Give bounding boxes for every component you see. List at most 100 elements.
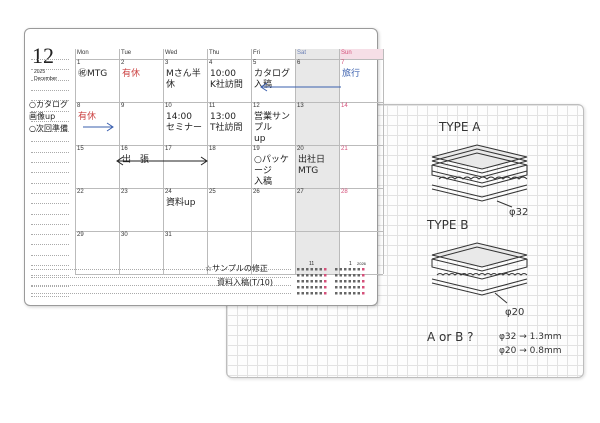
handwritten-arrows	[83, 82, 341, 166]
bottom-memo-line	[31, 269, 291, 270]
date-number: 29	[77, 232, 84, 238]
date-number: 7	[341, 60, 345, 66]
memo-line	[31, 265, 69, 266]
grid-vertical-line	[295, 49, 296, 274]
memo-line	[31, 89, 69, 91]
day-note: ㊗MTG	[78, 69, 108, 79]
grid-vertical-line	[207, 49, 208, 274]
memo-handwriting: 画像up	[29, 112, 56, 121]
date-number: 18	[209, 146, 216, 152]
bottom-memo-line	[31, 277, 291, 278]
date-number: 5	[253, 60, 257, 66]
bottom-memo-line	[31, 293, 291, 294]
date-number: 4	[209, 60, 213, 66]
memo-line	[31, 182, 69, 184]
weekday-header-fri: Fri	[253, 50, 260, 56]
day-note: 13:00 T社訪問	[210, 112, 243, 133]
grid-horizontal-line	[75, 145, 383, 146]
memo-handwriting: ○次回準備	[29, 124, 68, 133]
date-number: 26	[253, 189, 260, 195]
day-note: ○パッケージ 入稿	[254, 155, 289, 187]
question-text: A or B ?	[427, 330, 474, 344]
memo-line	[31, 79, 69, 81]
memo-line	[31, 141, 69, 143]
hand-sketch: TYPE A φ32 TYPE B φ20 A or B ?	[426, 120, 562, 356]
grid-vertical-line	[383, 49, 384, 274]
date-number: 22	[77, 189, 84, 195]
grid-horizontal-line	[75, 231, 383, 232]
date-number: 28	[341, 189, 348, 195]
date-number: 16	[121, 146, 128, 152]
date-number: 17	[165, 146, 172, 152]
grid-vertical-line	[75, 49, 76, 274]
memo-line	[31, 275, 69, 277]
memo-line	[31, 295, 69, 297]
date-number: 14	[341, 103, 348, 109]
date-number: 1	[77, 60, 81, 66]
date-number: 9	[121, 103, 125, 109]
memo-line	[31, 110, 69, 112]
day-note: 出 張	[122, 155, 150, 165]
day-note: 旅行	[342, 69, 361, 79]
bottom-memo-line	[31, 285, 291, 286]
date-number: 3	[165, 60, 169, 66]
date-number: 10	[165, 103, 172, 109]
date-number: 13	[297, 103, 304, 109]
weekday-header-mon: Mon	[77, 50, 89, 56]
note-line-1: φ32 → 1.3mm	[499, 332, 562, 342]
day-note: 営業サンプル up	[254, 112, 291, 144]
memo-line	[31, 192, 69, 194]
day-note: 資料up	[166, 198, 196, 208]
memo-line	[31, 69, 69, 71]
weekday-header-tue: Tue	[121, 50, 132, 56]
year-label: 2025	[34, 69, 46, 75]
mini-calendar-dots	[297, 268, 365, 295]
memo-line	[31, 223, 69, 225]
mini-year: 2026	[357, 261, 366, 266]
type-b-dimension: φ20	[505, 307, 524, 318]
memo-line	[31, 254, 69, 256]
day-note: Mさん半休	[166, 69, 201, 90]
memo-line	[31, 59, 69, 60]
sunday-column-shade	[339, 49, 383, 59]
memo-line	[31, 234, 69, 236]
grid-horizontal-line	[75, 102, 383, 103]
type-a-label: TYPE A	[438, 120, 481, 134]
date-number: 2	[121, 60, 125, 66]
date-number: 6	[297, 60, 301, 66]
mini-calendars: 11 1 2026	[297, 261, 369, 301]
date-number: 20	[297, 146, 304, 152]
memo-line	[31, 244, 69, 246]
date-number: 19	[253, 146, 260, 152]
memo-handwriting: ○カタログ	[29, 100, 68, 109]
day-note: 10:00 K社訪問	[210, 69, 243, 90]
date-number: 27	[297, 189, 304, 195]
day-note: 有休	[78, 112, 97, 122]
memo-line	[31, 131, 69, 133]
memo-line	[31, 213, 69, 215]
date-number: 24	[165, 189, 172, 195]
day-note: カタログ 入稿	[254, 69, 291, 90]
memo-line	[31, 285, 69, 287]
date-number: 8	[77, 103, 81, 109]
memo-line	[31, 151, 69, 153]
date-number: 15	[77, 146, 84, 152]
type-b-label: TYPE B	[426, 218, 469, 232]
memo-line	[31, 172, 69, 174]
weekday-header-wed: Wed	[165, 50, 178, 56]
grid-vertical-line	[339, 49, 340, 274]
type-a-stack-drawing	[431, 144, 528, 208]
month-number: 12	[32, 43, 54, 68]
date-number: 21	[341, 146, 348, 152]
date-number: 25	[209, 189, 216, 195]
memo-line	[31, 120, 69, 122]
memo-line	[31, 100, 69, 102]
date-number: 30	[121, 232, 128, 238]
day-note: 14:00 セミナー	[166, 112, 203, 133]
grid-horizontal-line	[75, 59, 383, 60]
mini-month-right: 1	[349, 261, 352, 267]
date-number: 12	[253, 103, 260, 109]
mini-month-left: 11	[309, 261, 315, 267]
weekday-header-sun: Sun	[341, 50, 352, 56]
